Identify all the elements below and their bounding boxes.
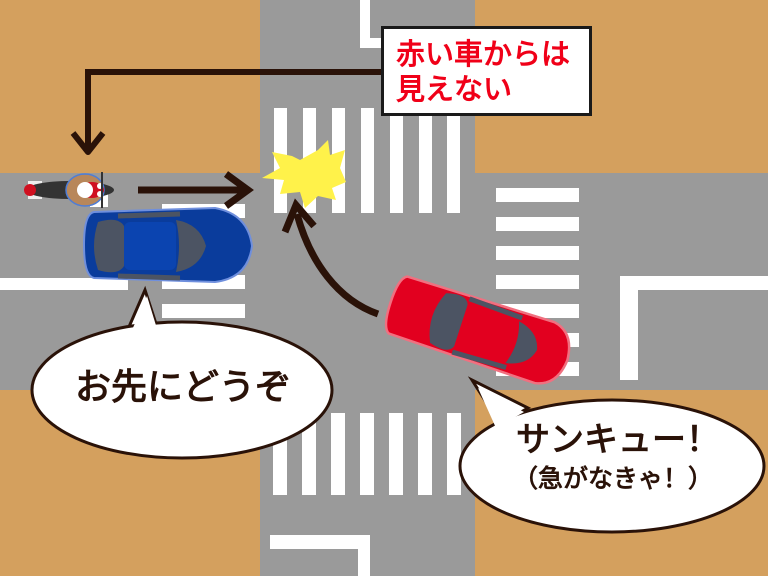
blue-car-speech-text: お先にどうぞ	[74, 367, 291, 408]
right-lane-marking	[620, 276, 638, 380]
bottom-lane-marking	[270, 535, 370, 549]
top-lane-marking	[360, 0, 370, 48]
blind-spot-label: 赤い車からは 見えない	[381, 26, 592, 116]
right-lane-marking	[620, 276, 768, 290]
label-line-1: 赤い車からは	[396, 37, 571, 71]
red-car-speech-line2: （急がなきゃ！）	[512, 464, 713, 493]
top-lane-marking	[360, 38, 382, 48]
left-lane-marking	[0, 278, 128, 290]
label-line-2: 見えない	[396, 72, 513, 106]
red-car-speech-line1: サンキュー！	[516, 420, 720, 460]
bottom-lane-marking	[358, 535, 370, 576]
